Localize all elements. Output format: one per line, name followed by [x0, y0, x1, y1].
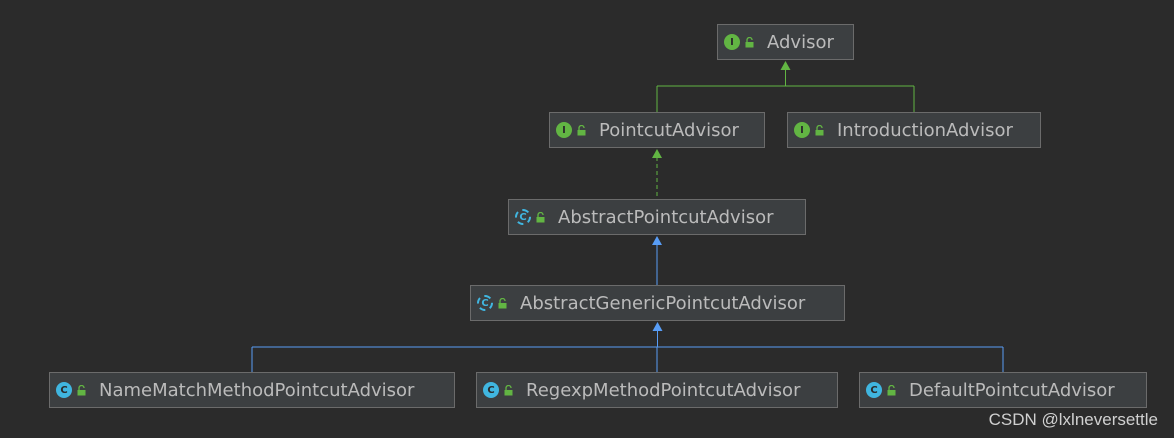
node-default-pointcut-advisor[interactable]: C DefaultPointcutAdvisor	[859, 372, 1147, 408]
node-label: AbstractPointcutAdvisor	[558, 206, 774, 228]
watermark: CSDN @lxlneversettle	[988, 410, 1158, 429]
edge-arrowhead-pointcut-advisor	[652, 149, 662, 158]
edge-arrowhead-advisor	[780, 61, 791, 70]
edge-arrowhead-abstract-pointcut-advisor	[652, 236, 662, 245]
abstract-class-icon: C	[477, 295, 493, 311]
interface-icon: I	[724, 34, 740, 50]
node-regexp-method-pointcut-advisor[interactable]: C RegexpMethodPointcutAdvisor	[476, 372, 838, 408]
unlocked-padlock-icon	[77, 384, 87, 396]
unlocked-padlock-icon	[815, 124, 825, 136]
unlocked-padlock-icon	[577, 124, 587, 136]
node-label: Advisor	[767, 31, 834, 53]
node-label: PointcutAdvisor	[599, 119, 739, 141]
interface-icon: I	[794, 122, 810, 138]
abstract-class-icon: C	[515, 209, 531, 225]
node-label: DefaultPointcutAdvisor	[909, 379, 1115, 401]
class-icon: C	[56, 382, 72, 398]
edge-arrowhead-abstract-generic-pointcut-advisor	[652, 322, 663, 331]
node-abstract-generic-pointcut-advisor[interactable]: C AbstractGenericPointcutAdvisor	[470, 285, 845, 321]
unlocked-padlock-icon	[504, 384, 514, 396]
unlocked-padlock-icon	[498, 297, 508, 309]
node-advisor[interactable]: I Advisor	[717, 24, 854, 60]
node-abstract-pointcut-advisor[interactable]: C AbstractPointcutAdvisor	[508, 199, 806, 235]
node-label: NameMatchMethodPointcutAdvisor	[99, 379, 415, 401]
unlocked-padlock-icon	[887, 384, 897, 396]
node-label: IntroductionAdvisor	[837, 119, 1013, 141]
unlocked-padlock-icon	[536, 211, 546, 223]
node-introduction-advisor[interactable]: I IntroductionAdvisor	[787, 112, 1041, 148]
node-name-match-method-pointcut-advisor[interactable]: C NameMatchMethodPointcutAdvisor	[49, 372, 455, 408]
class-icon: C	[866, 382, 882, 398]
node-label: AbstractGenericPointcutAdvisor	[520, 292, 806, 314]
node-pointcut-advisor[interactable]: I PointcutAdvisor	[549, 112, 765, 148]
class-icon: C	[483, 382, 499, 398]
unlocked-padlock-icon	[745, 36, 755, 48]
node-label: RegexpMethodPointcutAdvisor	[526, 379, 801, 401]
interface-icon: I	[556, 122, 572, 138]
